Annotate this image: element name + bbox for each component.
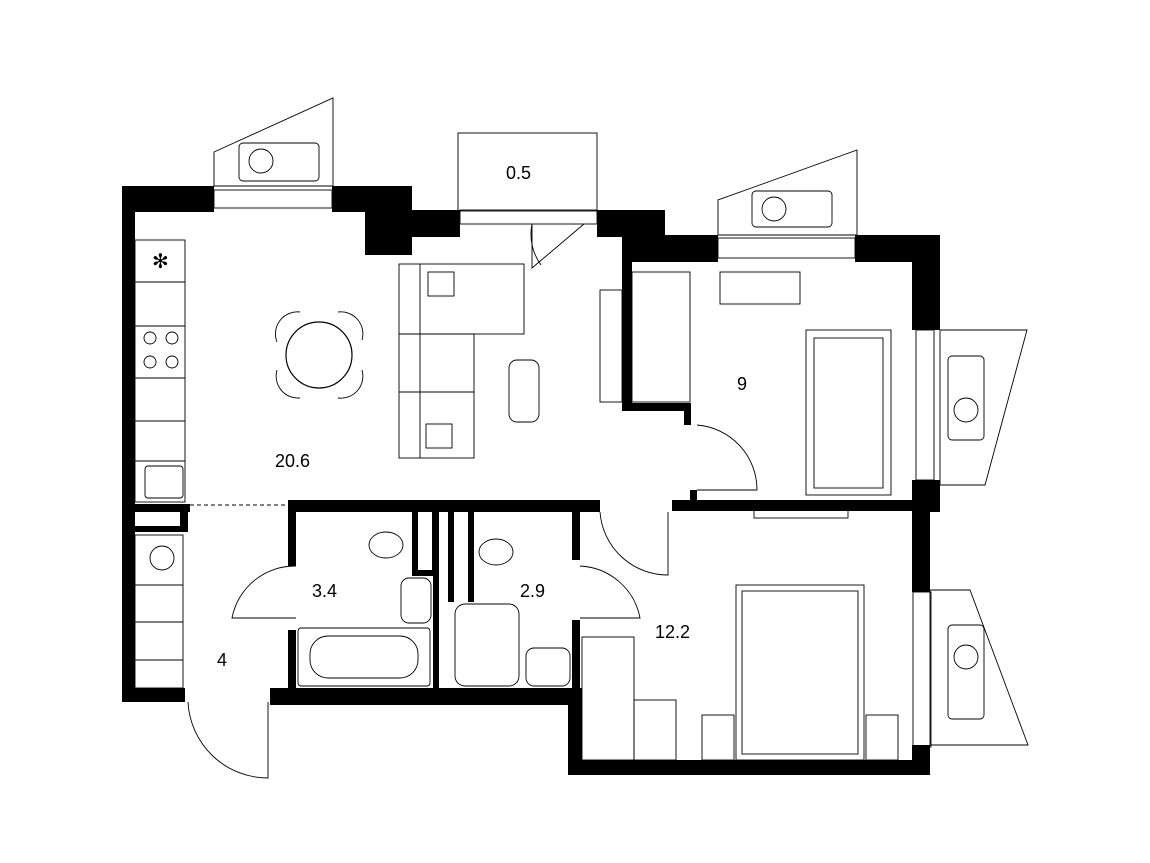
nightstand — [865, 714, 899, 761]
coffee-table — [508, 359, 540, 423]
washbasin-icon — [525, 647, 571, 687]
ac-unit-icon — [953, 397, 979, 423]
toilet-icon — [478, 538, 514, 566]
stove-icon — [143, 331, 179, 369]
tv-stand — [599, 289, 623, 403]
doors — [187, 223, 758, 779]
window-bay-bedroom-small — [717, 149, 858, 236]
tv — [753, 507, 849, 519]
double-bed — [735, 584, 865, 761]
room-area-toilet: 2.9 — [520, 581, 545, 601]
sofa — [398, 263, 525, 459]
walls — [122, 186, 940, 775]
shower-tray — [454, 603, 520, 687]
bathtub — [297, 627, 431, 687]
wardrobe — [581, 636, 635, 761]
toilet-icon — [368, 531, 404, 559]
ac-unit-icon — [761, 196, 787, 222]
dining-table — [274, 311, 364, 399]
bed-single — [805, 329, 892, 496]
room-area-hallway: 4 — [217, 650, 227, 670]
electric-panel-icon — [149, 545, 175, 571]
window-bay-bedroom-large — [929, 589, 1029, 746]
room-area-bathroom: 3.4 — [312, 581, 337, 601]
nightstand — [701, 714, 735, 761]
sink-icon — [144, 465, 184, 499]
armchair — [631, 271, 691, 403]
room-area-bedroom-small: 9 — [737, 374, 747, 394]
room-area-bedroom-large: 12.2 — [655, 622, 690, 642]
desk — [719, 271, 801, 305]
ac-unit-icon — [953, 644, 979, 670]
kitchen-counter: ✻ — [134, 239, 186, 503]
room-area-kitchen-living: 20.6 — [275, 451, 310, 471]
ac-unit-icon — [248, 148, 274, 174]
window-bay-kitchen — [213, 97, 334, 187]
window-bay-bedroom-small-side — [939, 329, 1028, 486]
room-area-balcony: 0.5 — [506, 163, 531, 183]
washbasin-icon — [400, 577, 432, 624]
fridge-icon: ✻ — [152, 249, 169, 273]
